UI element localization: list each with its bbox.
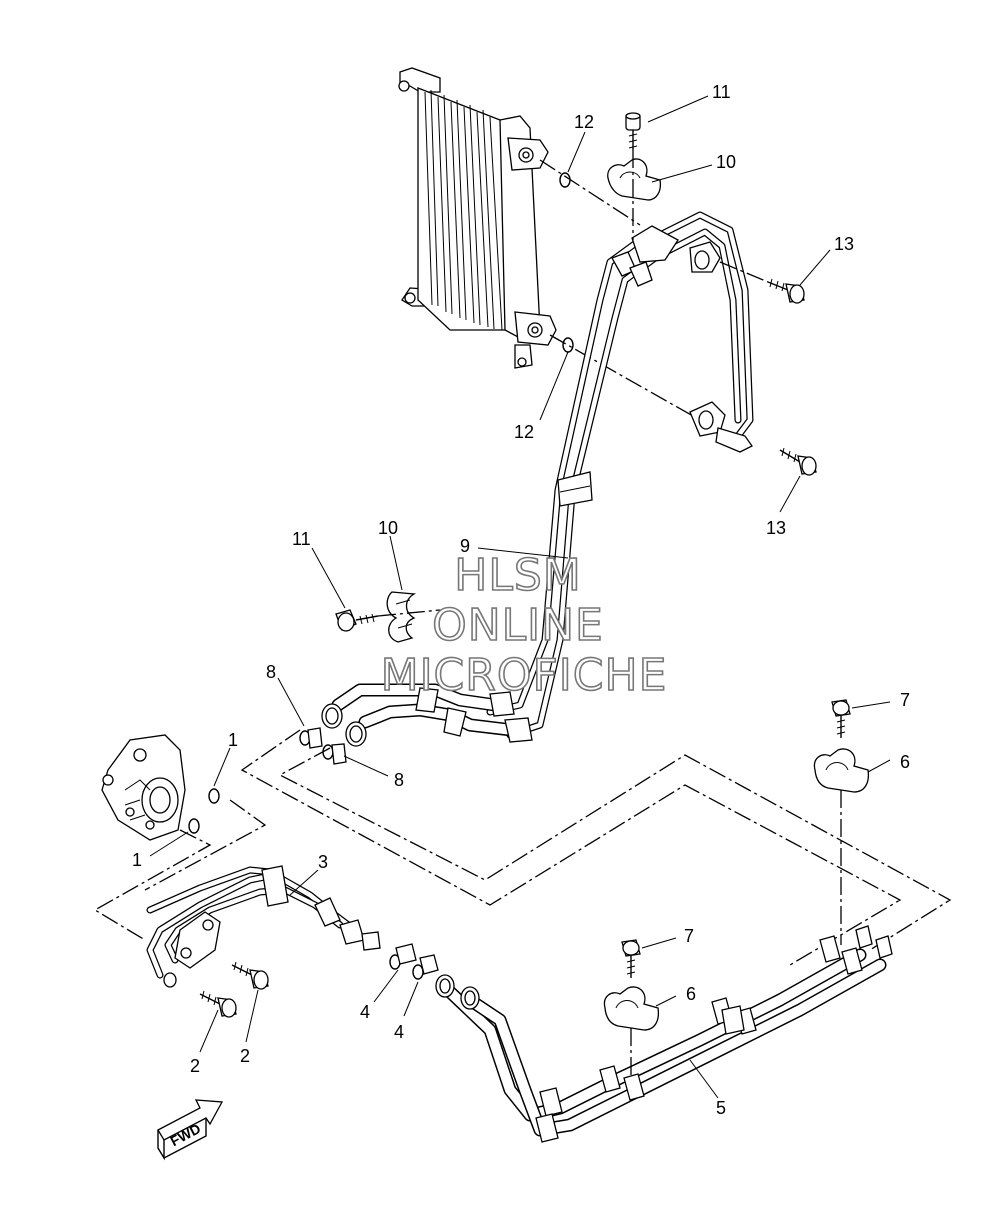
callout-1-upper: 1 (228, 730, 238, 750)
callout-12-lower: 12 (514, 422, 534, 442)
callout-2-right: 2 (240, 1046, 250, 1066)
callout-13-upper: 13 (834, 234, 854, 254)
bolt-2-left (199, 990, 237, 1018)
callout-11-top: 11 (712, 82, 731, 102)
fwd-arrow-icon: FWD (157, 1099, 224, 1161)
callout-9: 9 (460, 536, 470, 556)
callout-8-lower: 8 (394, 770, 404, 790)
leader-lines (149, 95, 891, 1099)
watermark-line-3: MICROFICHE (381, 650, 668, 701)
o-ring-12-lower (562, 337, 574, 353)
callout-4-left: 4 (360, 1002, 370, 1022)
watermark-line-1: HLSM (454, 550, 582, 601)
bolt-11-middle (335, 609, 379, 632)
callout-13-lower: 13 (766, 518, 786, 538)
callout-10-middle: 10 (378, 518, 398, 538)
bolt-13-upper (767, 278, 805, 304)
clamp-6-lower (603, 986, 660, 1031)
o-ring-4-right (412, 954, 439, 980)
bolt-2-right (231, 961, 269, 990)
oil-pipe-5 (435, 925, 893, 1143)
o-ring-1-upper (208, 788, 220, 804)
clamp-6-upper (813, 748, 870, 793)
callout-11-middle: 11 (292, 529, 311, 549)
bolt-7-upper (831, 699, 851, 738)
o-ring-12-upper (559, 172, 571, 188)
watermark-line-2: ONLINE (432, 600, 604, 651)
clamp-10-top (607, 158, 662, 201)
o-ring-1-lower (188, 818, 200, 834)
bolt-7-lower (621, 939, 641, 978)
callout-4-right: 4 (394, 1022, 404, 1042)
callout-6-lower: 6 (686, 984, 696, 1004)
oil-pipe-3 (146, 865, 381, 988)
callout-6-upper: 6 (900, 752, 910, 772)
callout-1-lower: 1 (132, 850, 142, 870)
callout-5: 5 (716, 1098, 726, 1118)
callout-2-left: 2 (190, 1056, 200, 1076)
o-ring-8-upper (299, 727, 323, 749)
bolt-13-lower (779, 447, 817, 476)
o-ring-8-lower (322, 743, 347, 765)
callout-labels: 11 12 10 13 12 13 9 10 11 8 7 1 6 8 1 3 … (132, 82, 910, 1118)
engine-flange (101, 734, 186, 841)
o-ring-4-left (389, 943, 417, 970)
callout-12-top: 12 (574, 112, 594, 132)
oil-cooler (398, 67, 557, 369)
callout-7-lower: 7 (684, 926, 694, 946)
callout-7-upper: 7 (900, 690, 910, 710)
clamp-10-middle (386, 591, 417, 643)
callout-8-upper: 8 (266, 662, 276, 682)
callout-3: 3 (318, 852, 328, 872)
bolt-11-top (625, 112, 641, 150)
callout-10-top: 10 (716, 152, 736, 172)
watermark: HLSM ONLINE MICROFICHE (380, 549, 668, 702)
oil-pipe-assembly-9 (321, 211, 754, 747)
